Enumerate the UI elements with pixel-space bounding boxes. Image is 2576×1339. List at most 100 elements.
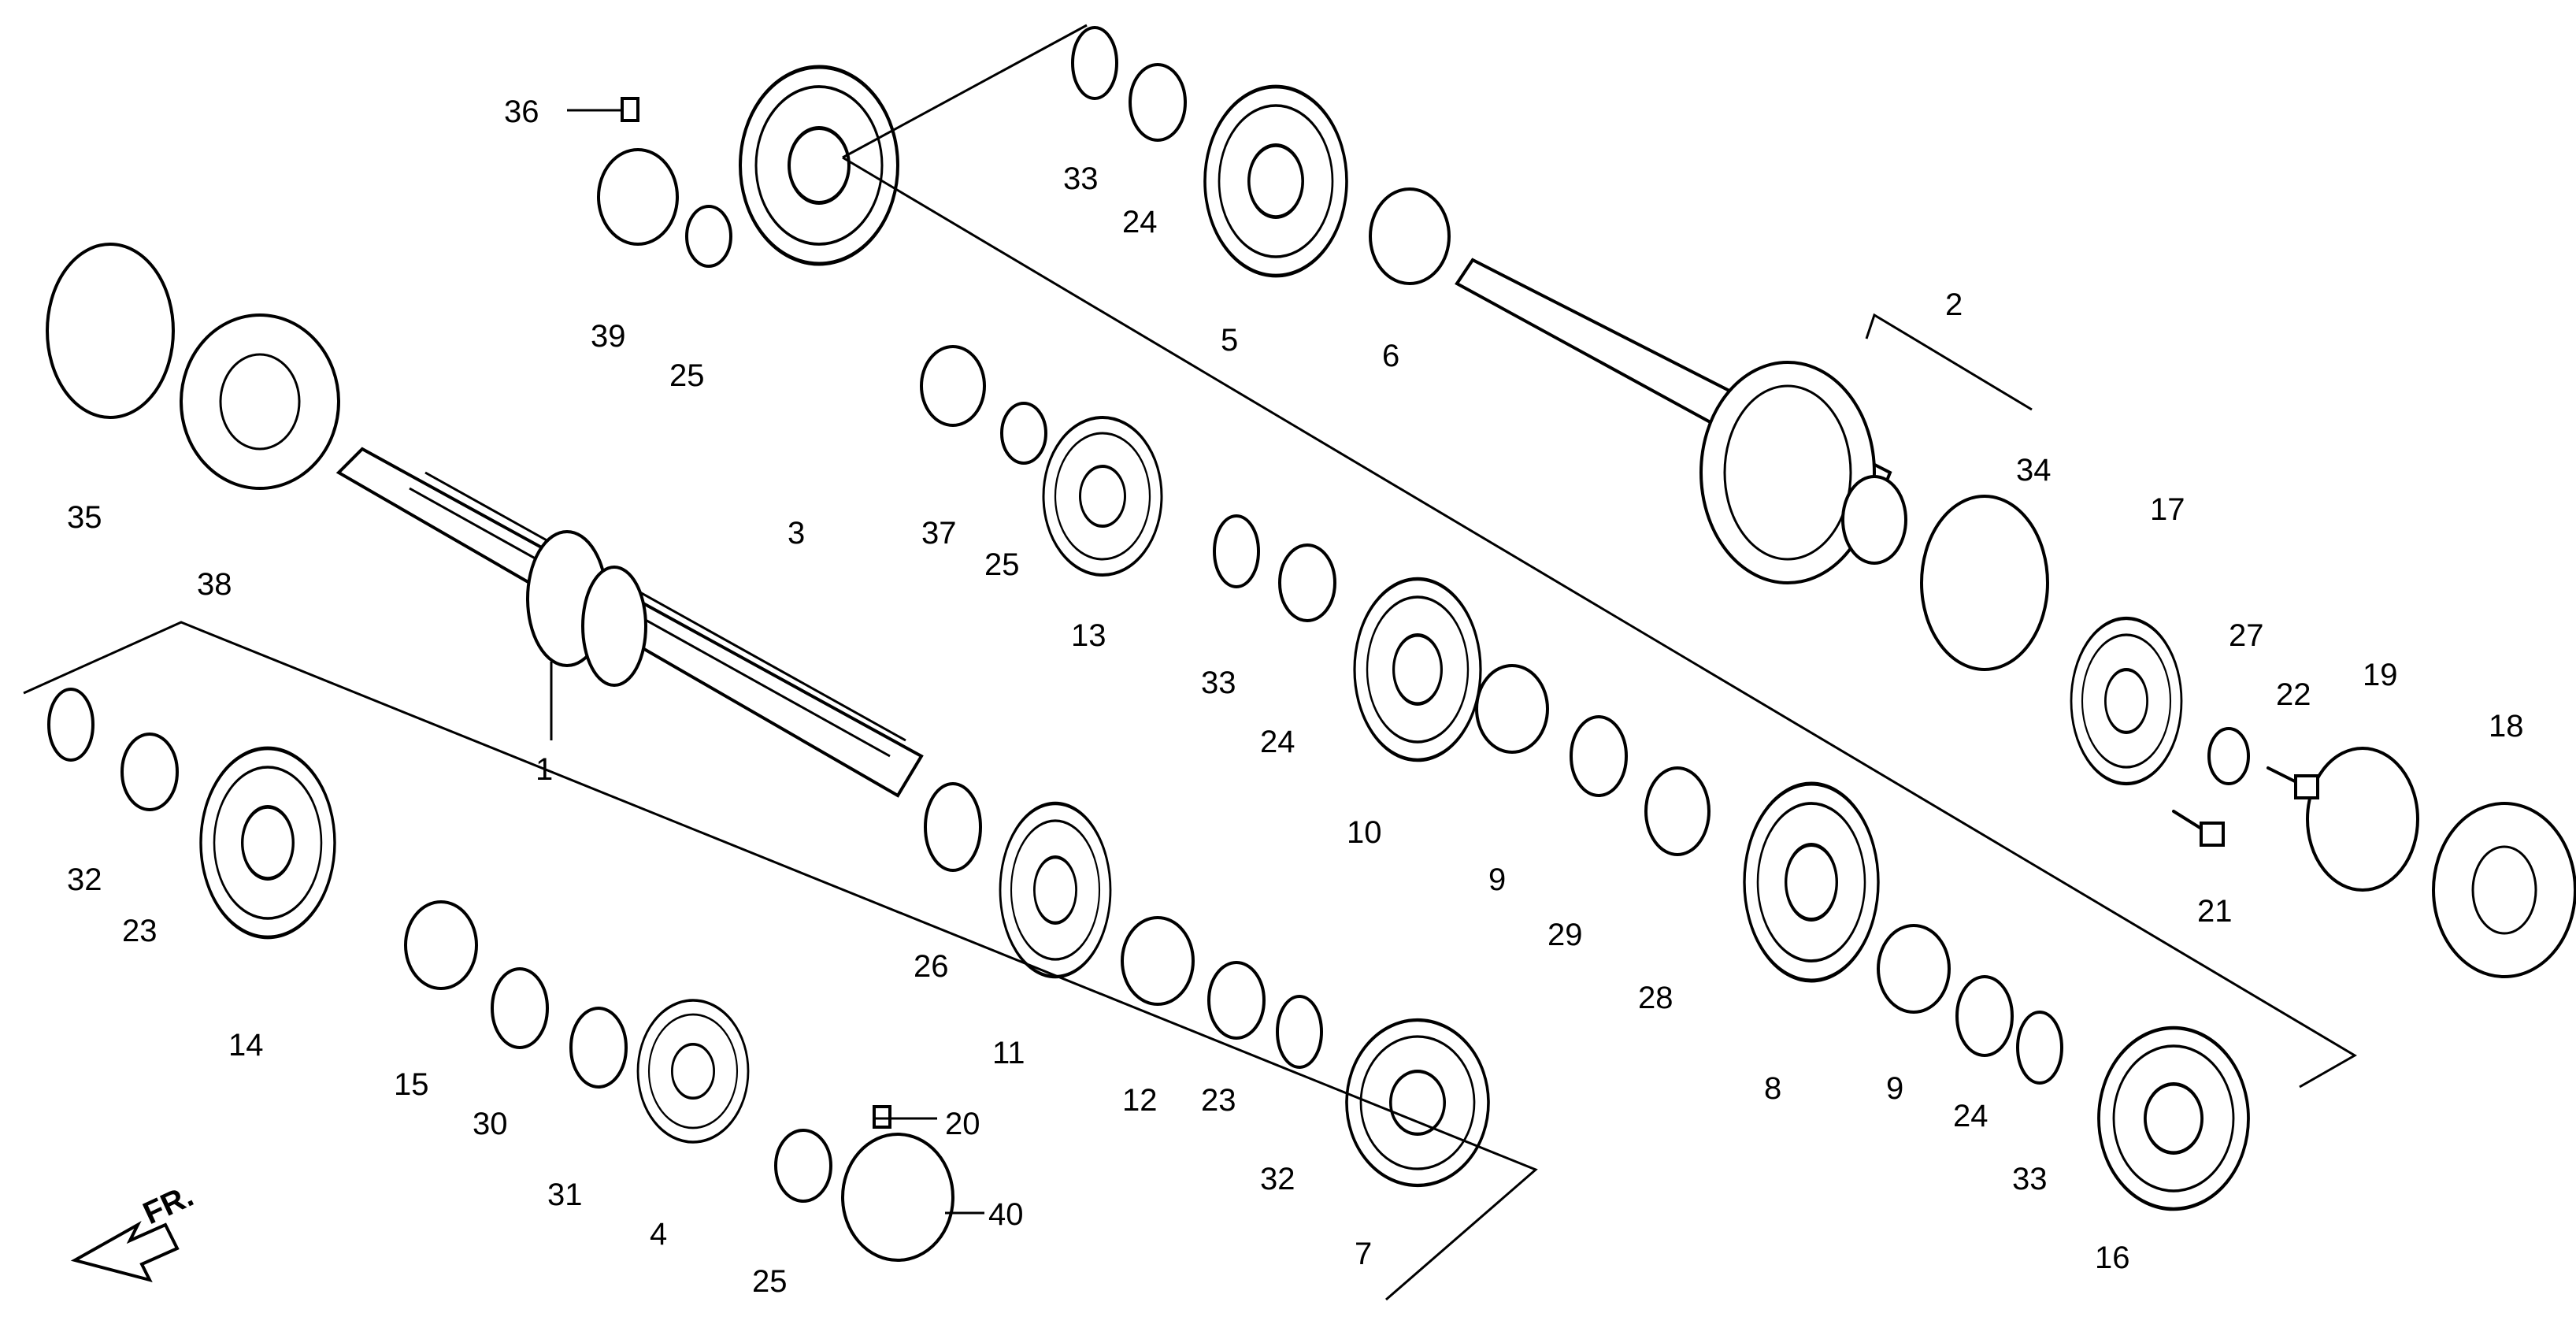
gear-4 (636, 999, 750, 1144)
callout-38: 38 (197, 567, 232, 602)
gear-11 (1000, 803, 1110, 977)
mainshaft-group-frame (23, 621, 1538, 1301)
gear-14 (201, 748, 335, 937)
callout-7: 7 (1355, 1237, 1372, 1271)
callout-39: 39 (591, 319, 626, 354)
front-direction-indicator: FR. (70, 1178, 198, 1283)
callout-30: 30 (473, 1107, 508, 1141)
washer-30 (491, 967, 549, 1049)
callout-9a: 9 (1488, 862, 1506, 897)
lock-washer-24-top (1129, 63, 1187, 142)
callout-25c: 25 (752, 1264, 788, 1299)
gear-5 (1205, 87, 1347, 276)
lock-washer-23-right (1207, 961, 1266, 1040)
washer-26 (924, 782, 982, 872)
callout-23a: 23 (122, 914, 158, 948)
washer-29 (1570, 715, 1628, 797)
callout-24c: 24 (1953, 1099, 1989, 1133)
callout-6: 6 (1382, 339, 1399, 373)
callout-22: 22 (2276, 677, 2311, 712)
ring-19 (2306, 747, 2419, 892)
callout-15: 15 (394, 1067, 429, 1102)
callout-32b: 32 (1260, 1162, 1295, 1196)
callout-33c: 33 (2012, 1162, 2048, 1196)
bearing-9-lower (1877, 924, 1951, 1014)
callout-21: 21 (2197, 894, 2233, 929)
bearing-38 (180, 313, 340, 490)
pin-36 (621, 97, 639, 122)
callout-18: 18 (2489, 709, 2524, 744)
callout-36: 36 (504, 95, 539, 129)
circlip-33-lower (2016, 1011, 2063, 1085)
countershaft-group-frame (842, 24, 1088, 159)
callout-8: 8 (1764, 1071, 1781, 1106)
countershaft (1455, 258, 1907, 584)
callout-37: 37 (921, 516, 957, 551)
callout-17: 17 (2150, 492, 2185, 527)
front-direction-label: FR. (138, 1178, 198, 1231)
front-arrow-icon (70, 1221, 180, 1283)
callout-16: 16 (2095, 1241, 2130, 1275)
callout-11: 11 (992, 1036, 1025, 1070)
lock-washer-23-left (120, 733, 179, 811)
circlip-32-left (47, 688, 95, 762)
circlip-32-right (1276, 995, 1323, 1069)
washer-25-mid (1000, 402, 1047, 465)
oil-seal-18-bore (2471, 845, 2537, 935)
lock-washer-24-mid (1278, 543, 1336, 622)
callout-12: 12 (1122, 1083, 1158, 1118)
callout-14: 14 (228, 1028, 264, 1063)
needle-bearing-37 (920, 345, 986, 427)
callout-25a: 25 (669, 358, 705, 393)
callout-28: 28 (1638, 981, 1673, 1015)
oil-seal-18 (2432, 802, 2576, 978)
callout-2: 2 (1945, 287, 1963, 322)
callout-40: 40 (988, 1197, 1024, 1232)
washer-25-lower (774, 1129, 832, 1203)
bearing-40 (841, 1133, 954, 1262)
bearing-39 (597, 148, 679, 246)
circlip-33-mid (1213, 514, 1260, 588)
washer-28 (1644, 766, 1711, 856)
leader-2 (1865, 313, 2033, 411)
callout-24b: 24 (1260, 725, 1295, 759)
callout-3: 3 (788, 516, 805, 551)
callout-35: 35 (67, 500, 102, 535)
callout-26: 26 (914, 949, 949, 984)
countershaft-group-frame-lower (842, 156, 2357, 1089)
mainshaft (335, 447, 924, 798)
bushing-15 (404, 900, 478, 990)
callout-29: 29 (1547, 918, 1583, 952)
callout-13: 13 (1071, 618, 1106, 653)
callout-32a: 32 (67, 862, 102, 897)
callout-4: 4 (650, 1217, 667, 1252)
callout-27: 27 (2229, 618, 2264, 653)
callout-5: 5 (1221, 323, 1238, 358)
lock-washer-24-lower (1955, 975, 2014, 1057)
callout-10: 10 (1347, 815, 1382, 850)
snap-ring-35 (46, 243, 175, 419)
callout-34: 34 (2016, 453, 2052, 488)
gear-3 (740, 67, 898, 264)
bearing-9-upper (1475, 664, 1549, 754)
pin-20 (873, 1105, 891, 1129)
callout-20: 20 (945, 1107, 980, 1141)
callout-9b: 9 (1886, 1071, 1903, 1106)
callout-24a: 24 (1122, 205, 1158, 239)
washer-31 (569, 1007, 628, 1089)
gear-13 (1042, 416, 1163, 577)
callout-33a: 33 (1063, 161, 1099, 196)
callout-23b: 23 (1201, 1083, 1236, 1118)
bushing-12 (1121, 916, 1195, 1006)
bushing-6 (1369, 187, 1451, 285)
gear-10 (1355, 579, 1481, 760)
washer-27 (2207, 727, 2250, 785)
callout-31: 31 (547, 1178, 583, 1212)
gear-8 (1744, 784, 1878, 981)
bolt-21 (2172, 810, 2225, 847)
bolt-22 (2267, 766, 2319, 799)
callout-1: 1 (536, 752, 553, 787)
circlip-33-top (1071, 26, 1118, 100)
